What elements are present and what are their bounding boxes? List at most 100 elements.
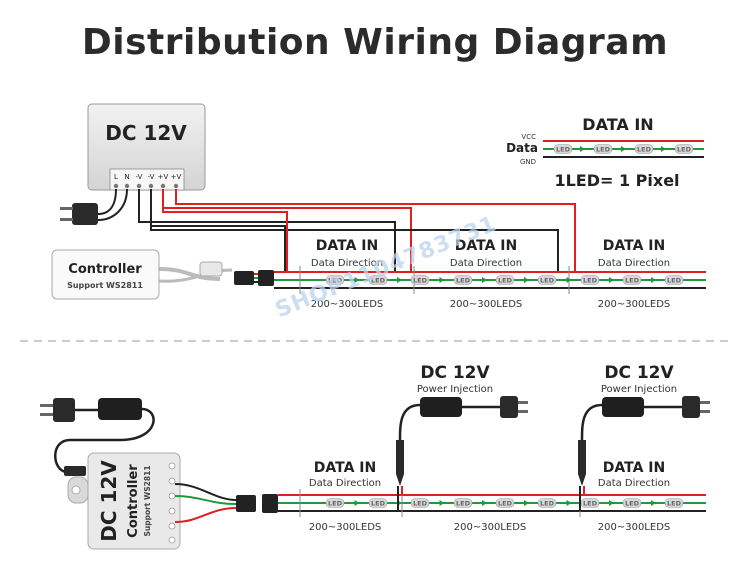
- svg-text:LED: LED: [667, 499, 682, 507]
- led-chip: LED: [368, 275, 388, 285]
- svg-text:LED: LED: [413, 499, 428, 507]
- segment-header: DATA IN: [603, 460, 665, 476]
- svg-text:LED: LED: [625, 276, 640, 284]
- segment-direction: Data Direction: [311, 258, 383, 269]
- injection-1-voltage: DC 12V: [420, 363, 490, 383]
- svg-text:LED: LED: [371, 276, 386, 284]
- segment-header: DATA IN: [316, 238, 378, 254]
- led-chip: LED: [580, 275, 600, 285]
- svg-text:LED: LED: [556, 146, 571, 154]
- legend-pixel-note: 1LED= 1 Pixel: [554, 171, 679, 190]
- direction-arrow: [651, 277, 656, 283]
- legend: DATA IN VCC Data GND LED LED LED LED 1LE…: [506, 115, 704, 190]
- legend-gnd-label: GND: [520, 158, 536, 166]
- direction-arrow: [609, 277, 614, 283]
- segment-bottom-2: 200~300LEDS: [454, 522, 527, 533]
- segment-bottom-3: DATA IN Data Direction 200~300LEDS: [598, 460, 671, 533]
- segment-direction: Data Direction: [450, 258, 522, 269]
- svg-text:LED: LED: [637, 146, 652, 154]
- controller-top: Controller Support WS2811: [51, 249, 274, 300]
- ac-adapter-bottom: [40, 398, 155, 476]
- svg-text:LED: LED: [413, 276, 428, 284]
- legend-led-chip: LED: [634, 144, 654, 154]
- legend-direction-arrows: [580, 146, 666, 152]
- injection-2-voltage: DC 12V: [604, 363, 674, 383]
- direction-arrow: [524, 500, 529, 506]
- led-chips-bottom: LED LED LED LED LED LED LED LED LED: [325, 498, 684, 508]
- segment-header: DATA IN: [603, 238, 665, 254]
- led-chip: LED: [410, 275, 430, 285]
- controller-top-title: Controller: [68, 262, 142, 277]
- terminal-label: N: [124, 173, 129, 181]
- power-injection-2: DC 12V Power Injection: [578, 363, 710, 511]
- segment-header: DATA IN: [455, 238, 517, 254]
- svg-text:LED: LED: [328, 276, 343, 284]
- legend-vcc-label: VCC: [521, 133, 536, 141]
- svg-text:LED: LED: [456, 499, 471, 507]
- injection-2-label: Power Injection: [601, 384, 677, 395]
- direction-arrow: [397, 277, 402, 283]
- controller-bottom-subtitle: Support WS2811: [143, 465, 152, 536]
- direction-arrow: [566, 277, 572, 283]
- terminal-label: -V: [136, 173, 143, 181]
- svg-text:LED: LED: [596, 146, 611, 154]
- segment-top-2: DATA IN Data Direction 200~300LEDS: [450, 238, 523, 310]
- svg-text:LED: LED: [456, 276, 471, 284]
- led-chip: LED: [622, 275, 642, 285]
- svg-text:LED: LED: [328, 499, 343, 507]
- svg-text:LED: LED: [583, 499, 598, 507]
- svg-text:LED: LED: [498, 499, 513, 507]
- terminal-label: +V: [158, 173, 169, 181]
- psu-top-label: DC 12V: [105, 121, 187, 145]
- terminal-label: L: [114, 173, 118, 181]
- led-chip: LED: [580, 498, 600, 508]
- segment-bottom-1: DATA IN Data Direction 200~300LEDS: [309, 460, 382, 533]
- segment-direction: Data Direction: [309, 478, 381, 489]
- power-feed-top: [138, 189, 576, 272]
- led-chip: LED: [622, 498, 642, 508]
- led-chip: LED: [495, 275, 515, 285]
- injection-1-label: Power Injection: [417, 384, 493, 395]
- led-chip: LED: [537, 498, 557, 508]
- svg-text:LED: LED: [677, 146, 692, 154]
- direction-arrow: [439, 277, 445, 283]
- svg-text:LED: LED: [371, 499, 386, 507]
- legend-led-chip: LED: [593, 144, 613, 154]
- legend-header: DATA IN: [582, 115, 653, 134]
- power-injection-1: DC 12V Power Injection: [396, 363, 528, 511]
- direction-arrow: [524, 277, 529, 283]
- segment-direction: Data Direction: [598, 258, 670, 269]
- led-chip: LED: [325, 498, 345, 508]
- segment-top-1: DATA IN Data Direction 200~300LEDS: [311, 238, 384, 310]
- segment-count: 200~300LEDS: [450, 299, 523, 310]
- segment-count: 200~300LEDS: [454, 522, 527, 533]
- segment-count: 200~300LEDS: [311, 299, 384, 310]
- svg-text:LED: LED: [583, 276, 598, 284]
- segment-count: 200~300LEDS: [598, 299, 671, 310]
- direction-arrow: [609, 500, 614, 506]
- page-title: Distribution Wiring Diagram: [81, 22, 669, 63]
- segment-count: 200~300LEDS: [598, 522, 671, 533]
- segment-direction: Data Direction: [598, 478, 670, 489]
- controller-bottom-title: Controller: [126, 464, 141, 538]
- controller-bottom-label: DC 12V: [97, 460, 121, 542]
- ac-plug-top: [60, 188, 128, 225]
- led-chip: LED: [495, 498, 515, 508]
- led-chip: LED: [368, 498, 388, 508]
- led-chip: LED: [453, 275, 473, 285]
- jst-connector-male: [234, 271, 254, 285]
- svg-text:LED: LED: [667, 276, 682, 284]
- direction-arrow: [482, 500, 487, 506]
- psu-top: DC 12V: [87, 103, 206, 191]
- legend-led-chip: LED: [674, 144, 694, 154]
- terminal-label: +V: [171, 173, 182, 181]
- segment-count: 200~300LEDS: [309, 522, 382, 533]
- led-chip: LED: [664, 275, 684, 285]
- led-chips-top: LED LED LED LED LED LED LED LED LED: [325, 275, 684, 285]
- psu-terminals: L N -V -V +V +V: [113, 173, 182, 189]
- led-chip: LED: [537, 275, 557, 285]
- legend-led-chip: LED: [553, 144, 573, 154]
- controller-top-subtitle: Support WS2811: [67, 281, 143, 290]
- terminal-label: -V: [148, 173, 155, 181]
- led-chip: LED: [410, 498, 430, 508]
